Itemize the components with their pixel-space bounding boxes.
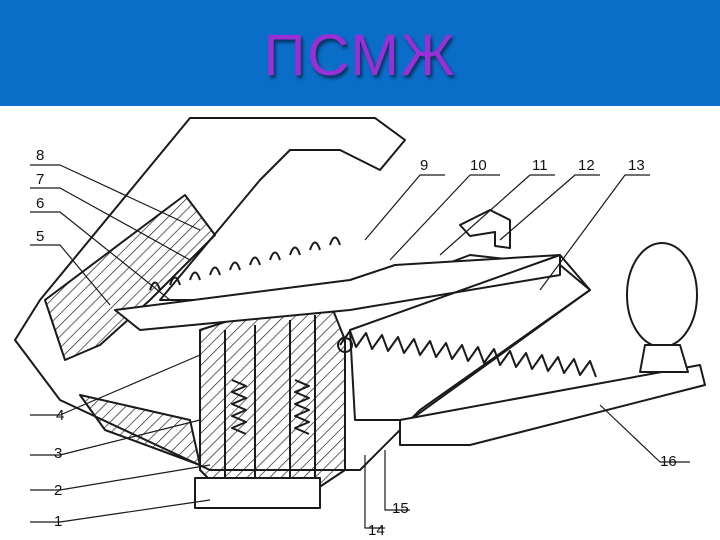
leader-14 <box>364 455 385 529</box>
part-label-1: 1 <box>54 513 62 530</box>
part-label-7: 7 <box>36 171 44 188</box>
leader-10 <box>389 174 500 261</box>
slide-title: ПСМЖ <box>263 23 457 88</box>
horizontal-spring <box>339 330 597 378</box>
leader-9 <box>364 174 445 241</box>
part-label-14: 14 <box>368 522 385 539</box>
part-label-10: 10 <box>470 157 487 174</box>
leader-4 <box>30 354 201 416</box>
leader-5 <box>30 244 111 306</box>
leader-8 <box>30 164 201 231</box>
part-label-6: 6 <box>36 195 44 212</box>
part-label-13: 13 <box>628 157 645 174</box>
leader-16 <box>599 404 690 463</box>
central-column <box>224 315 316 505</box>
inner-spring-left <box>231 379 247 435</box>
part-label-9: 9 <box>420 157 428 174</box>
cutaway-diagram: 8 7 6 5 4 3 2 1 9 10 11 12 13 14 15 16 <box>14 117 706 539</box>
leader-12 <box>499 174 600 241</box>
left-wall-section <box>44 194 216 361</box>
handle-neck <box>639 344 689 373</box>
handle-knob <box>626 242 698 348</box>
part-label-11: 11 <box>532 157 548 174</box>
part-label-5: 5 <box>36 228 44 245</box>
part-label-2: 2 <box>54 482 62 499</box>
upper-plate <box>114 254 561 331</box>
inner-spring-right <box>294 379 310 435</box>
part-label-3: 3 <box>54 445 62 462</box>
part-label-4: 4 <box>56 407 64 424</box>
part-label-16: 16 <box>660 453 677 470</box>
leader-2 <box>30 464 211 491</box>
cone-housing <box>349 254 591 421</box>
part-label-8: 8 <box>36 147 44 164</box>
leader-11 <box>439 174 555 256</box>
bottom-block <box>194 477 321 509</box>
leader-6 <box>30 211 171 301</box>
leader-13 <box>539 174 650 291</box>
part-label-15: 15 <box>392 500 409 517</box>
top-bracket <box>459 209 511 249</box>
leader-3 <box>30 419 201 456</box>
leader-1 <box>30 499 211 523</box>
part-label-12: 12 <box>578 157 595 174</box>
leader-7 <box>30 187 191 261</box>
leader-15 <box>384 450 410 511</box>
title-bar: ПСМЖ <box>0 0 720 106</box>
spring-end-hook <box>337 337 353 353</box>
lever-arm <box>399 364 706 446</box>
comb-teeth <box>149 236 341 291</box>
